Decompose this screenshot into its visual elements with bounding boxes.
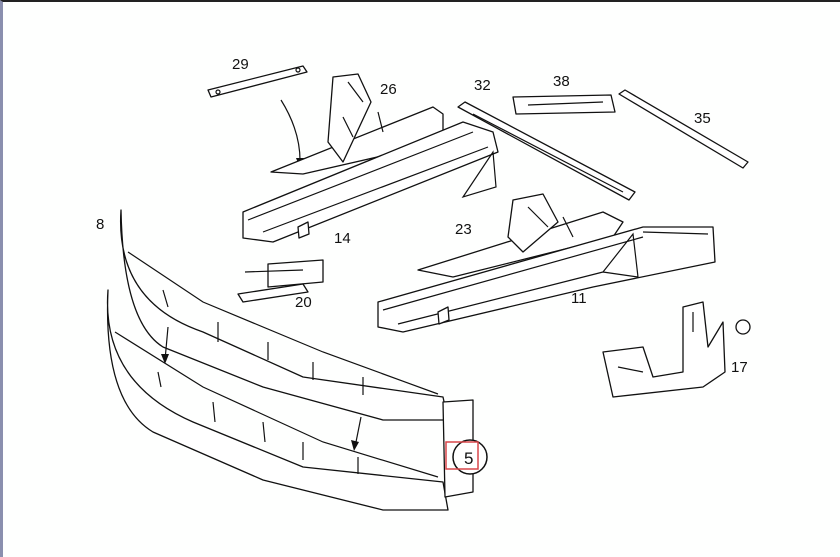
part-11[interactable] xyxy=(377,226,716,333)
arrow-29 xyxy=(280,99,301,165)
selection-highlight-box xyxy=(445,441,479,470)
callout-5[interactable]: 5 xyxy=(445,439,488,475)
label-35[interactable]: 35 xyxy=(694,110,711,127)
exploded-view-drawing: 29 26 32 38 35 8 14 23 20 11 17 5 xyxy=(96,56,751,511)
label-38[interactable]: 38 xyxy=(553,73,570,90)
label-26[interactable]: 26 xyxy=(380,81,397,98)
label-8[interactable]: 8 xyxy=(96,216,104,233)
part-23[interactable] xyxy=(417,193,624,278)
label-14[interactable]: 14 xyxy=(334,230,351,247)
part-20[interactable] xyxy=(237,259,324,303)
part-17[interactable] xyxy=(602,301,751,398)
part-38[interactable] xyxy=(512,94,616,115)
part-35[interactable] xyxy=(618,89,749,169)
part-32[interactable] xyxy=(457,101,636,201)
label-11[interactable]: 11 xyxy=(571,290,587,307)
part-29[interactable] xyxy=(207,65,308,98)
label-23[interactable]: 23 xyxy=(455,221,472,238)
label-29[interactable]: 29 xyxy=(232,56,249,73)
part-26[interactable] xyxy=(270,73,444,175)
label-32[interactable]: 32 xyxy=(474,77,491,94)
label-5[interactable]: 5 xyxy=(464,449,473,468)
label-20[interactable]: 20 xyxy=(295,294,312,311)
part-14[interactable] xyxy=(242,121,499,243)
label-17[interactable]: 17 xyxy=(731,359,748,376)
